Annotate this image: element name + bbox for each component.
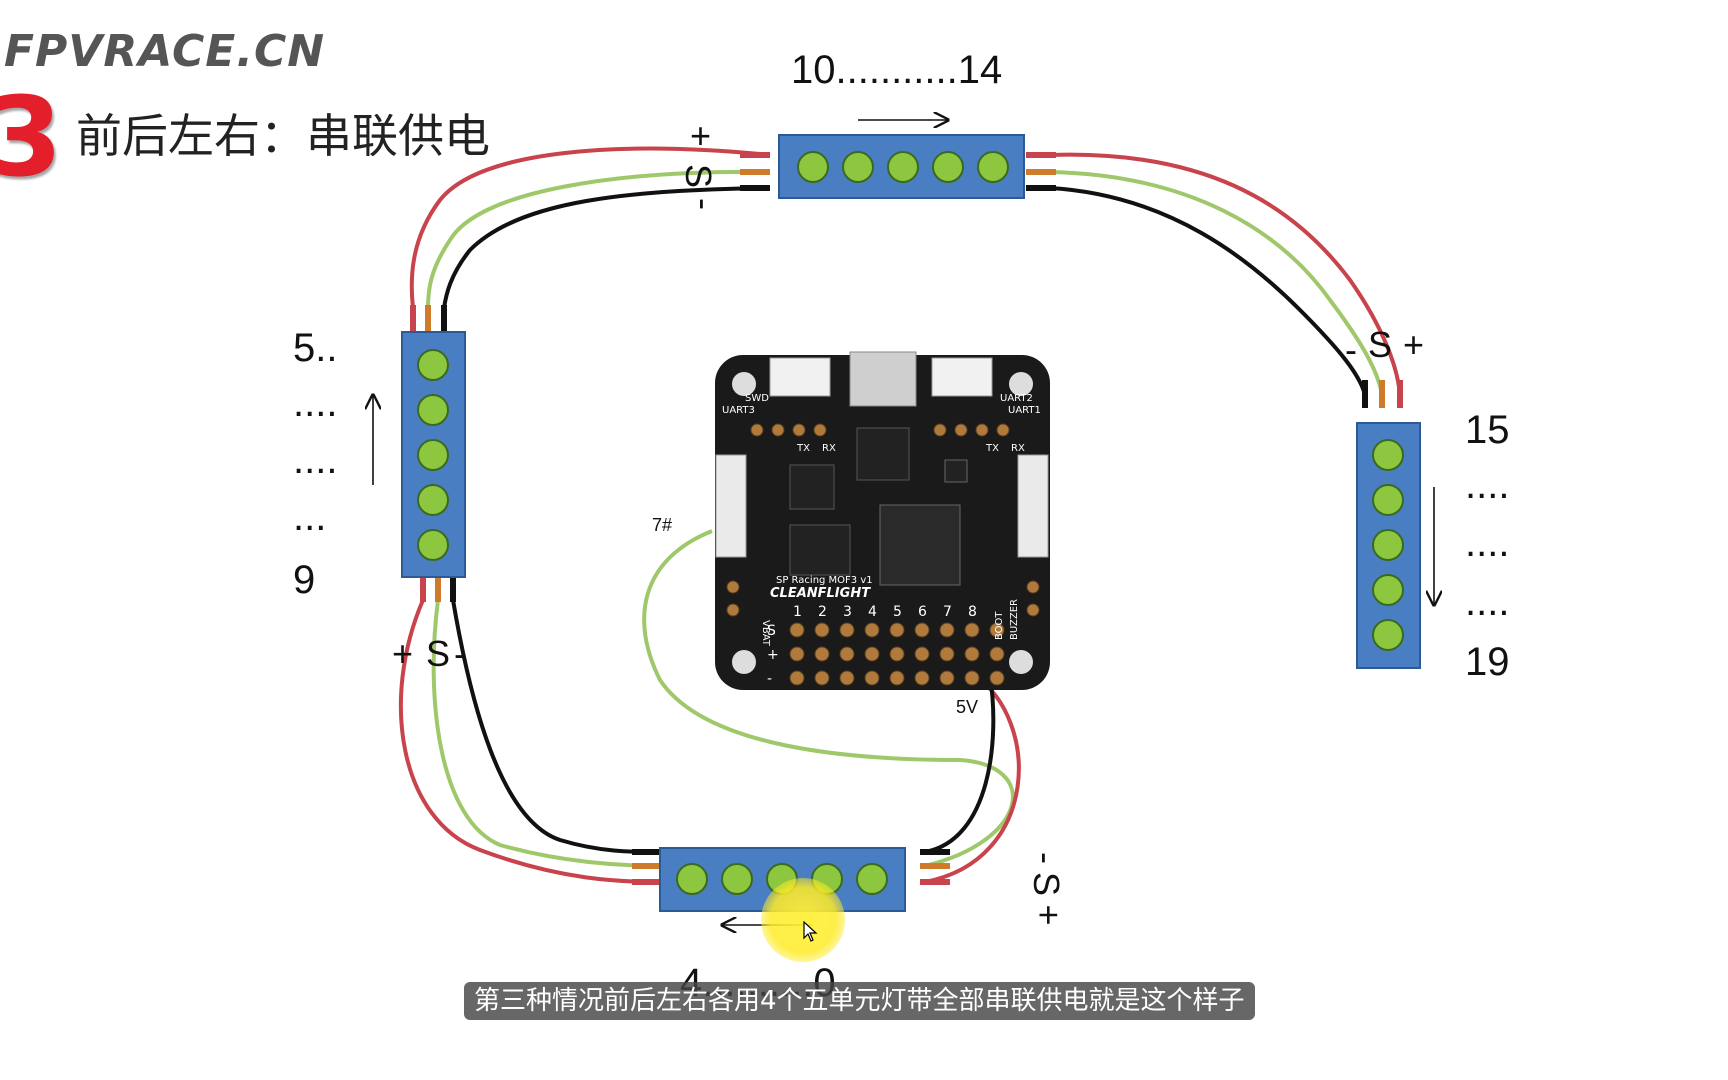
left-pin-s: S bbox=[426, 633, 451, 674]
wire-black bbox=[451, 599, 661, 854]
svg-text:3: 3 bbox=[843, 604, 852, 620]
board-label-swd: SWD bbox=[745, 393, 769, 404]
board-model-text: SP Racing MOF3 v1 bbox=[776, 575, 873, 586]
wire-green bbox=[426, 169, 771, 309]
svg-text:4: 4 bbox=[868, 604, 877, 620]
wire-black-gnd bbox=[924, 675, 996, 854]
board-label-tx-right: TX bbox=[985, 443, 999, 454]
top-strip-start: 10 bbox=[791, 48, 836, 92]
right-strip-end: 19 bbox=[1465, 640, 1510, 684]
top-pin-s: S bbox=[678, 163, 720, 189]
bottom-pin-plus: + bbox=[1028, 904, 1070, 926]
right-pin-s: S bbox=[1368, 324, 1393, 365]
top-strip-end: 14 bbox=[957, 48, 1003, 92]
signal-pin-annotation: 7# bbox=[652, 515, 673, 535]
board-label-vbat: VBAT bbox=[760, 620, 771, 647]
right-pin-plus: + bbox=[1403, 324, 1425, 365]
svg-text:5: 5 bbox=[893, 604, 902, 620]
led-strip-right bbox=[1356, 422, 1421, 669]
right-strip-start: 15 bbox=[1465, 408, 1510, 452]
svg-text:6: 6 bbox=[918, 604, 927, 620]
wires-left-to-bottom bbox=[398, 599, 661, 884]
board-row-labels: S + - bbox=[767, 623, 779, 687]
left-strip-dots-1: .... bbox=[293, 381, 338, 425]
wire-red bbox=[398, 599, 661, 884]
wires-top-to-right bbox=[1049, 152, 1402, 396]
svg-text:2: 2 bbox=[818, 604, 827, 620]
wire-black bbox=[1049, 186, 1367, 396]
power-pin-annotation: 5V bbox=[956, 697, 979, 717]
left-pin-plus: + bbox=[392, 633, 414, 674]
wires-top-to-left bbox=[409, 146, 771, 309]
board-label-rx-right: RX bbox=[1011, 443, 1025, 454]
connector-stubs bbox=[410, 152, 1403, 885]
led-strip-bottom bbox=[659, 847, 906, 912]
left-strip-dots-3: ... bbox=[293, 495, 327, 539]
bottom-pin-s: S bbox=[1026, 871, 1068, 897]
slide-title: 前后左右：串联供电 bbox=[76, 109, 490, 163]
bottom-pin-minus: - bbox=[1026, 852, 1067, 864]
left-strip-end: 9 bbox=[293, 558, 316, 602]
svg-text:-: - bbox=[767, 671, 772, 687]
svg-text:8: 8 bbox=[968, 604, 977, 620]
watermark-logo: FPVRACE.CN bbox=[4, 26, 326, 77]
board-label-uart2: UART2 bbox=[1000, 393, 1033, 404]
wire-green bbox=[431, 599, 661, 868]
board-label-uart3: UART3 bbox=[722, 405, 755, 416]
board-label-uart1: UART1 bbox=[1008, 405, 1041, 416]
top-strip-dots: ........... bbox=[835, 48, 958, 92]
left-strip-dots-2: .... bbox=[293, 438, 338, 482]
wires-board-to-bottom bbox=[642, 529, 1021, 884]
led-strip-left bbox=[401, 331, 466, 578]
mouse-cursor-icon bbox=[803, 921, 818, 942]
board-channel-numbers: 1 2 3 4 5 6 7 8 bbox=[793, 604, 977, 620]
left-strip-start: 5.. bbox=[293, 326, 338, 370]
left-pin-minus: - bbox=[454, 633, 466, 674]
board-brand-text: CLEANFLIGHT bbox=[770, 586, 871, 601]
cursor-highlight bbox=[761, 878, 845, 962]
right-strip-dots-1: .... bbox=[1465, 463, 1510, 507]
top-pin-minus: - bbox=[684, 198, 725, 210]
svg-text:7: 7 bbox=[943, 604, 952, 620]
wire-red-5v bbox=[924, 674, 1021, 884]
led-strip-top bbox=[778, 134, 1025, 199]
wire-green bbox=[1049, 170, 1384, 396]
svg-text:1: 1 bbox=[793, 604, 802, 620]
right-strip-dots-3: .... bbox=[1465, 580, 1510, 624]
video-subtitle: 第三种情况前后左右各用4个五单元灯带全部串联供电就是这个样子 bbox=[464, 982, 1255, 1020]
top-strip-label: 10...........14 bbox=[791, 50, 1002, 90]
wire-red bbox=[409, 146, 771, 309]
board-label-boot: BOOT bbox=[994, 611, 1005, 640]
right-pin-minus: - bbox=[1345, 329, 1357, 370]
board-label-buzzer: BUZZER bbox=[1009, 599, 1020, 640]
svg-text:+: + bbox=[767, 647, 779, 663]
right-strip-dots-2: .... bbox=[1465, 521, 1510, 565]
board-label-rx-left: RX bbox=[822, 443, 836, 454]
flight-controller-board: SP Racing MOF3 v1 CLEANFLIGHT SWD UART3 … bbox=[715, 351, 1050, 690]
board-label-tx-left: TX bbox=[796, 443, 810, 454]
top-pin-plus: + bbox=[690, 115, 712, 156]
svg-text:S: S bbox=[767, 623, 776, 639]
wire-red bbox=[1049, 152, 1402, 396]
wire-black bbox=[442, 186, 771, 309]
